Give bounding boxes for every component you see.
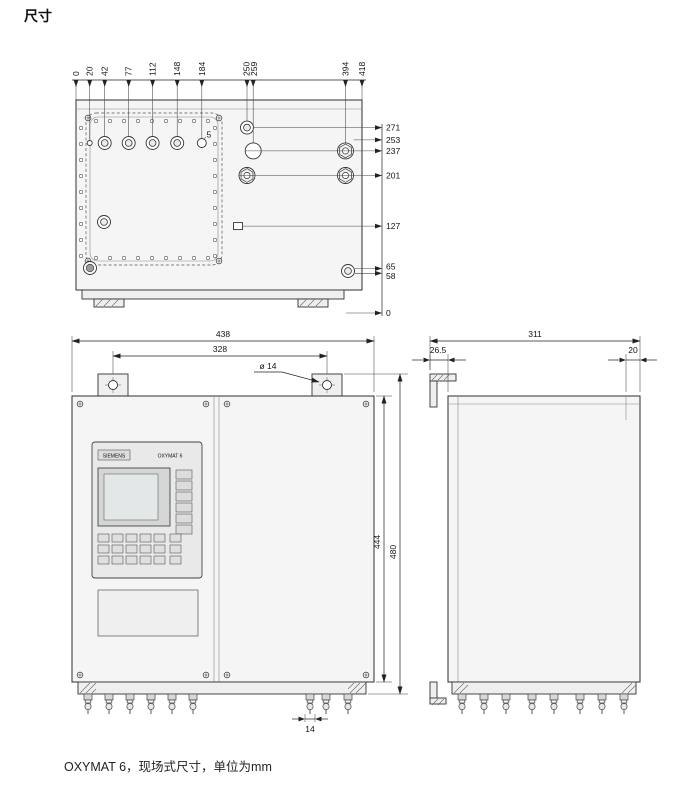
dim-label-20: 20	[628, 345, 638, 355]
brand-plate	[97, 449, 131, 461]
top-view: 5	[71, 62, 400, 318]
top-dim-259: 259	[249, 62, 259, 76]
hole-20	[86, 140, 93, 146]
side-view: 311 26.5 20	[412, 329, 657, 715]
side-view-body	[447, 395, 641, 683]
top-dim-418: 418	[357, 62, 367, 76]
connector-112	[145, 136, 160, 150]
side-mount-bracket	[429, 373, 457, 408]
hole-note-label: 5	[207, 130, 212, 140]
right-dim-65: 65	[386, 262, 396, 272]
figure-caption: OXYMAT 6，现场式尺寸，单位为mm	[64, 760, 272, 774]
top-dim-394: 394	[341, 62, 351, 76]
page-title: 尺寸	[24, 8, 52, 24]
right-dim-253: 253	[386, 135, 400, 145]
bottom-connector-14	[305, 693, 315, 715]
right-dim-58: 58	[386, 271, 396, 281]
front-dims: 438 328 ø 14 444 480	[71, 329, 408, 734]
knurled-connector	[83, 261, 97, 275]
connector-77	[121, 136, 136, 150]
top-dim-250: 250	[242, 62, 252, 76]
side-dims: 311 26.5 20	[412, 329, 657, 392]
dim-label-480: 480	[388, 545, 398, 559]
right-dim-271: 271	[386, 123, 400, 133]
top-dim-112: 112	[148, 62, 158, 76]
feature-127	[233, 222, 243, 231]
top-dim-184: 184	[197, 62, 207, 76]
lower-plate	[97, 589, 199, 637]
dim-label-14: 14	[305, 724, 315, 734]
model-label: OXYMAT 6	[158, 454, 183, 460]
connector-148	[170, 136, 185, 150]
right-dim-237: 237	[386, 146, 400, 156]
top-view-base	[81, 289, 345, 308]
side-bottom	[429, 681, 637, 706]
display-screen	[103, 473, 159, 521]
right-dim-0: 0	[386, 308, 391, 318]
top-dim-148: 148	[172, 62, 182, 76]
hole-184	[196, 138, 207, 148]
connector-42	[97, 136, 112, 150]
cable-glands-side	[457, 693, 629, 715]
top-dim-42: 42	[100, 66, 110, 76]
front-bottom-flange	[77, 681, 367, 695]
front-view: SIEMENS OXYMAT 6	[71, 329, 408, 734]
right-dim-201: 201	[386, 171, 400, 181]
dim-label-328: 328	[213, 344, 227, 354]
right-ordinate-dims: 271 253 237 201 127 65 58 0	[239, 123, 400, 318]
top-dim-0: 0	[71, 71, 81, 76]
control-panel: SIEMENS OXYMAT 6	[91, 441, 203, 579]
dim-label-438: 438	[216, 329, 230, 339]
right-dim-127: 127	[386, 221, 400, 231]
top-dim-77: 77	[124, 66, 134, 76]
top-dim-20: 20	[85, 66, 95, 76]
connector-250-271	[240, 120, 254, 135]
cable-glands-front	[83, 693, 353, 715]
dim-label-444: 444	[372, 535, 382, 549]
dim-label-26-5: 26.5	[430, 345, 447, 355]
dim-label-311: 311	[528, 329, 542, 339]
connector-left	[97, 215, 111, 229]
connector-65-58	[341, 264, 355, 278]
door-seal-dashed	[85, 112, 223, 266]
dim-label-hole-dia: ø 14	[259, 361, 276, 371]
brand-label: SIEMENS	[103, 453, 126, 459]
top-ordinate-dims: 0 20 42 77 112 148 184 250 259 394 418	[71, 62, 367, 143]
